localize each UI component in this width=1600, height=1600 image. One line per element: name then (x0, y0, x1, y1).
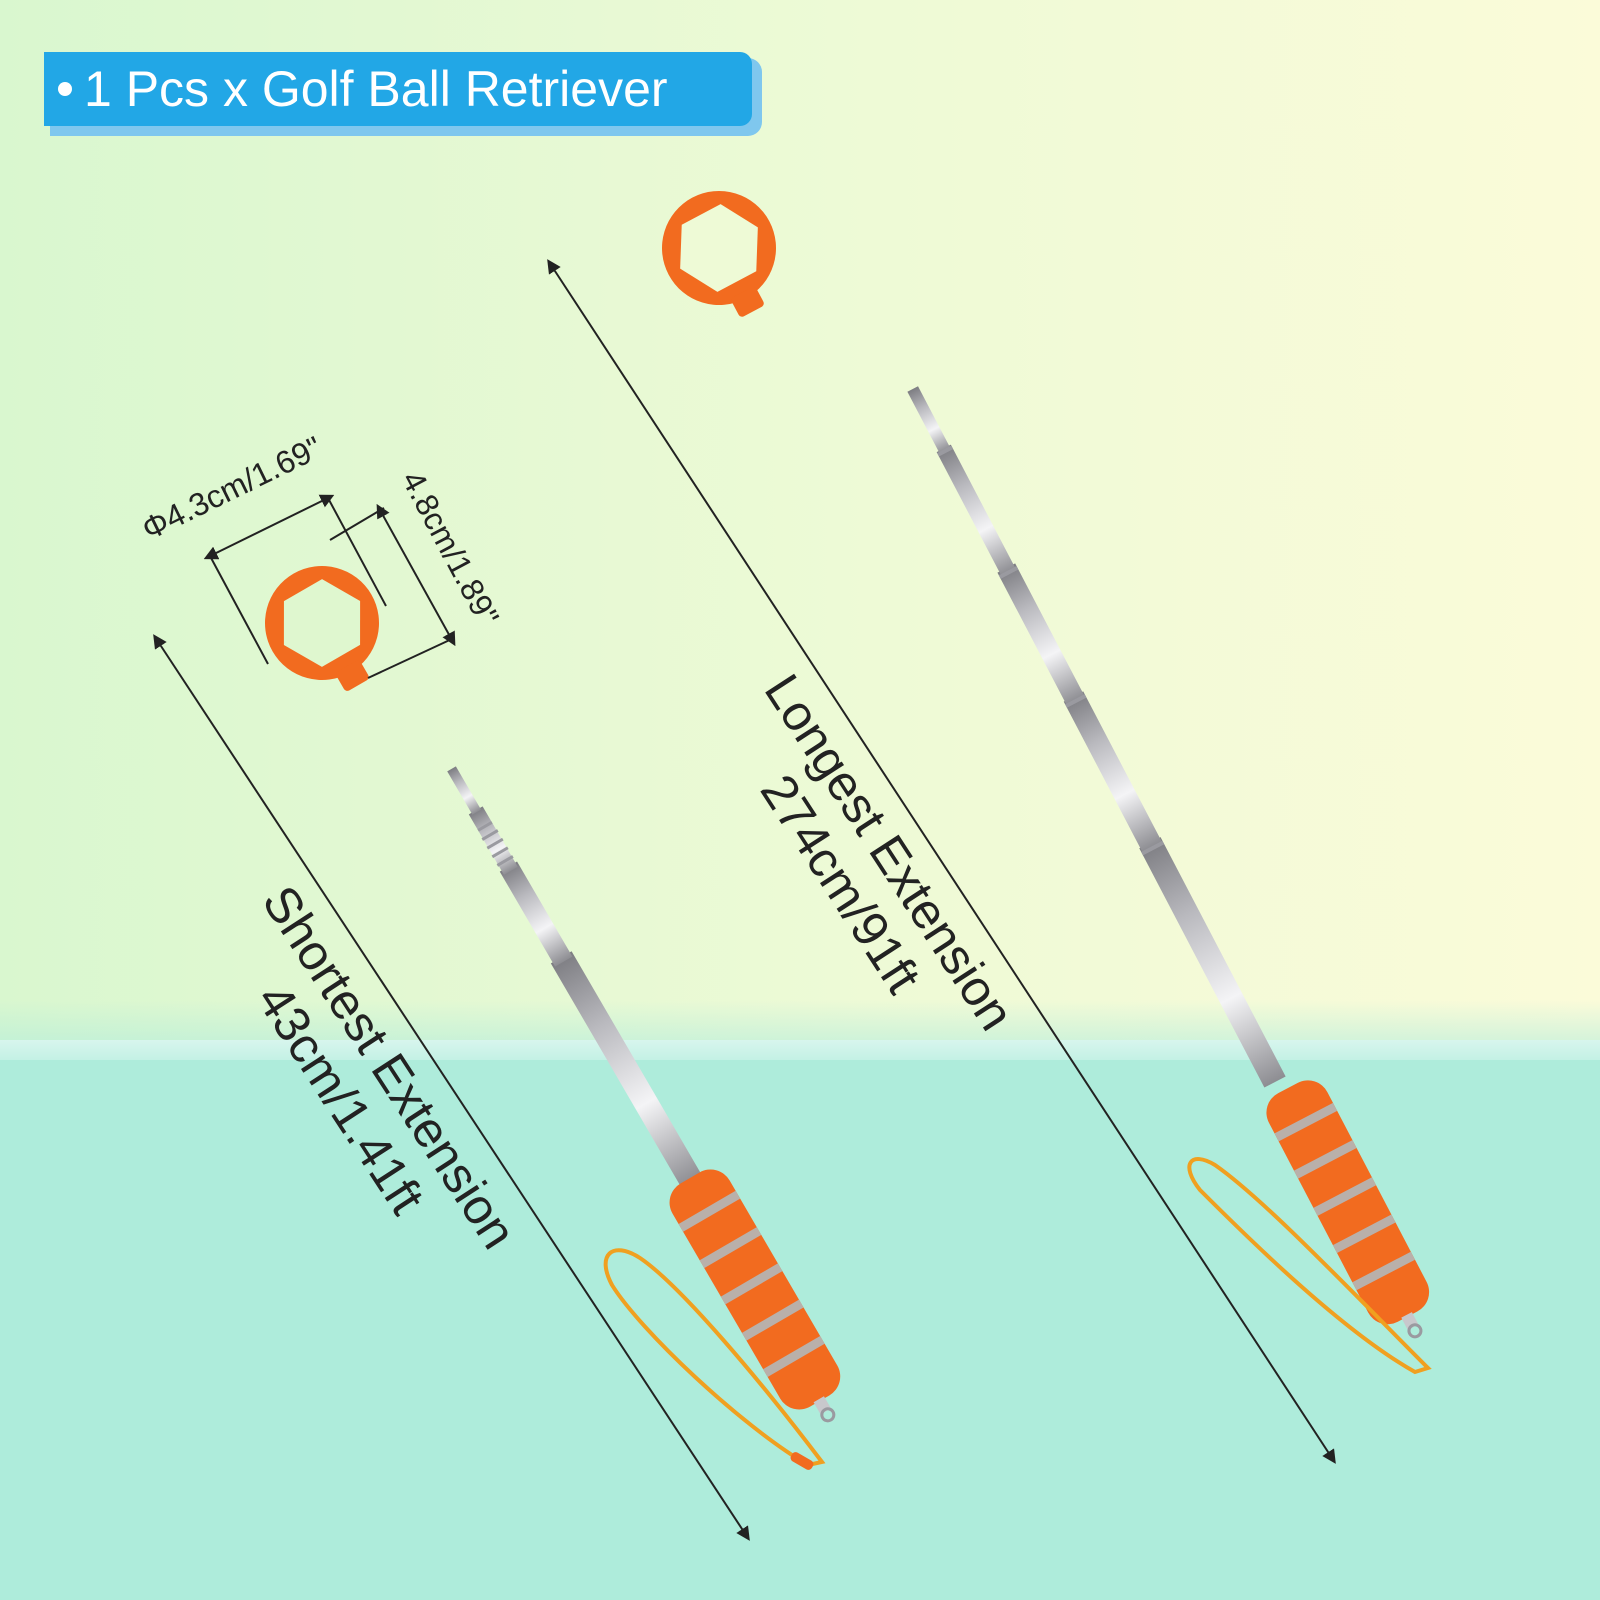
short-shaft-section (550, 951, 703, 1189)
dimension-lines (153, 259, 1336, 1541)
ring-diameter-extension (209, 555, 269, 665)
long-handle (1266, 1080, 1430, 1339)
long-shaft-section (1139, 837, 1286, 1088)
package-banner: 1 Pcs x Golf Ball Retriever (44, 52, 752, 126)
head-length-extension (329, 507, 385, 541)
longest-extension-line (547, 259, 1336, 1464)
short-shaft-section (468, 806, 518, 875)
long-head-ring (662, 191, 776, 317)
short-handle (669, 1169, 841, 1423)
long-shaft-section (936, 444, 1016, 577)
short-shaft-tip (447, 766, 482, 815)
long-shaft-tip (907, 386, 951, 454)
bullet-icon (58, 82, 72, 96)
ring-diameter-line (203, 494, 335, 560)
long-shaft-section (997, 563, 1085, 706)
head-length-line (376, 503, 456, 647)
banner-text: 1 Pcs x Golf Ball Retriever (84, 61, 668, 117)
long-shaft-section (1063, 691, 1162, 853)
short-head-ring (265, 566, 379, 691)
head-length-extension (367, 637, 455, 679)
ring-diameter-extension (327, 497, 387, 607)
short-shaft-section (499, 861, 573, 967)
